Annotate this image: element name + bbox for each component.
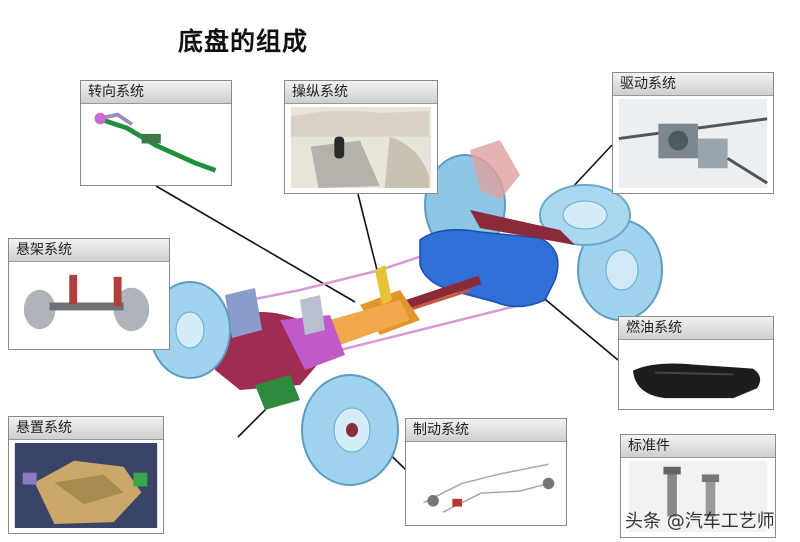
- fuel-system-image: [624, 343, 768, 404]
- rear-right-hub: [605, 249, 639, 291]
- panel-title: 标准件: [621, 435, 775, 458]
- panel-drive-system: 驱动系统: [612, 72, 774, 194]
- panel-title: 转向系统: [81, 81, 231, 104]
- panel-title: 悬架系统: [9, 239, 169, 262]
- panel-title: 操纵系统: [285, 81, 437, 104]
- panel-operation-system: 操纵系统: [284, 80, 438, 194]
- panel-fuel-system: 燃油系统: [618, 316, 774, 410]
- panel-title: 驱动系统: [613, 73, 773, 96]
- suspension-system-image: [14, 265, 164, 344]
- rear-subframe: [470, 210, 575, 245]
- standard-parts-image: [626, 461, 770, 532]
- panel-steering-system: 转向系统: [80, 80, 232, 186]
- panel-title: 悬置系统: [9, 417, 163, 440]
- panel-standard-parts: 标准件: [620, 434, 776, 538]
- panel-suspension-system: 悬架系统: [8, 238, 170, 350]
- drive-system-image: [618, 99, 768, 188]
- operation-system-image: [290, 107, 432, 188]
- panel-title: 制动系统: [406, 419, 566, 442]
- panel-brake-system: 制动系统: [405, 418, 567, 526]
- mount-system-image: [14, 443, 158, 528]
- panel-mount-system: 悬置系统: [8, 416, 164, 534]
- engine-mount: [255, 375, 300, 410]
- panel-title: 燃油系统: [619, 317, 773, 340]
- page-title: 底盘的组成: [178, 27, 309, 56]
- brake-system-image: [411, 445, 561, 520]
- watermark: 头条 @汽车工艺师: [625, 511, 775, 532]
- steering-system-image: [86, 107, 226, 180]
